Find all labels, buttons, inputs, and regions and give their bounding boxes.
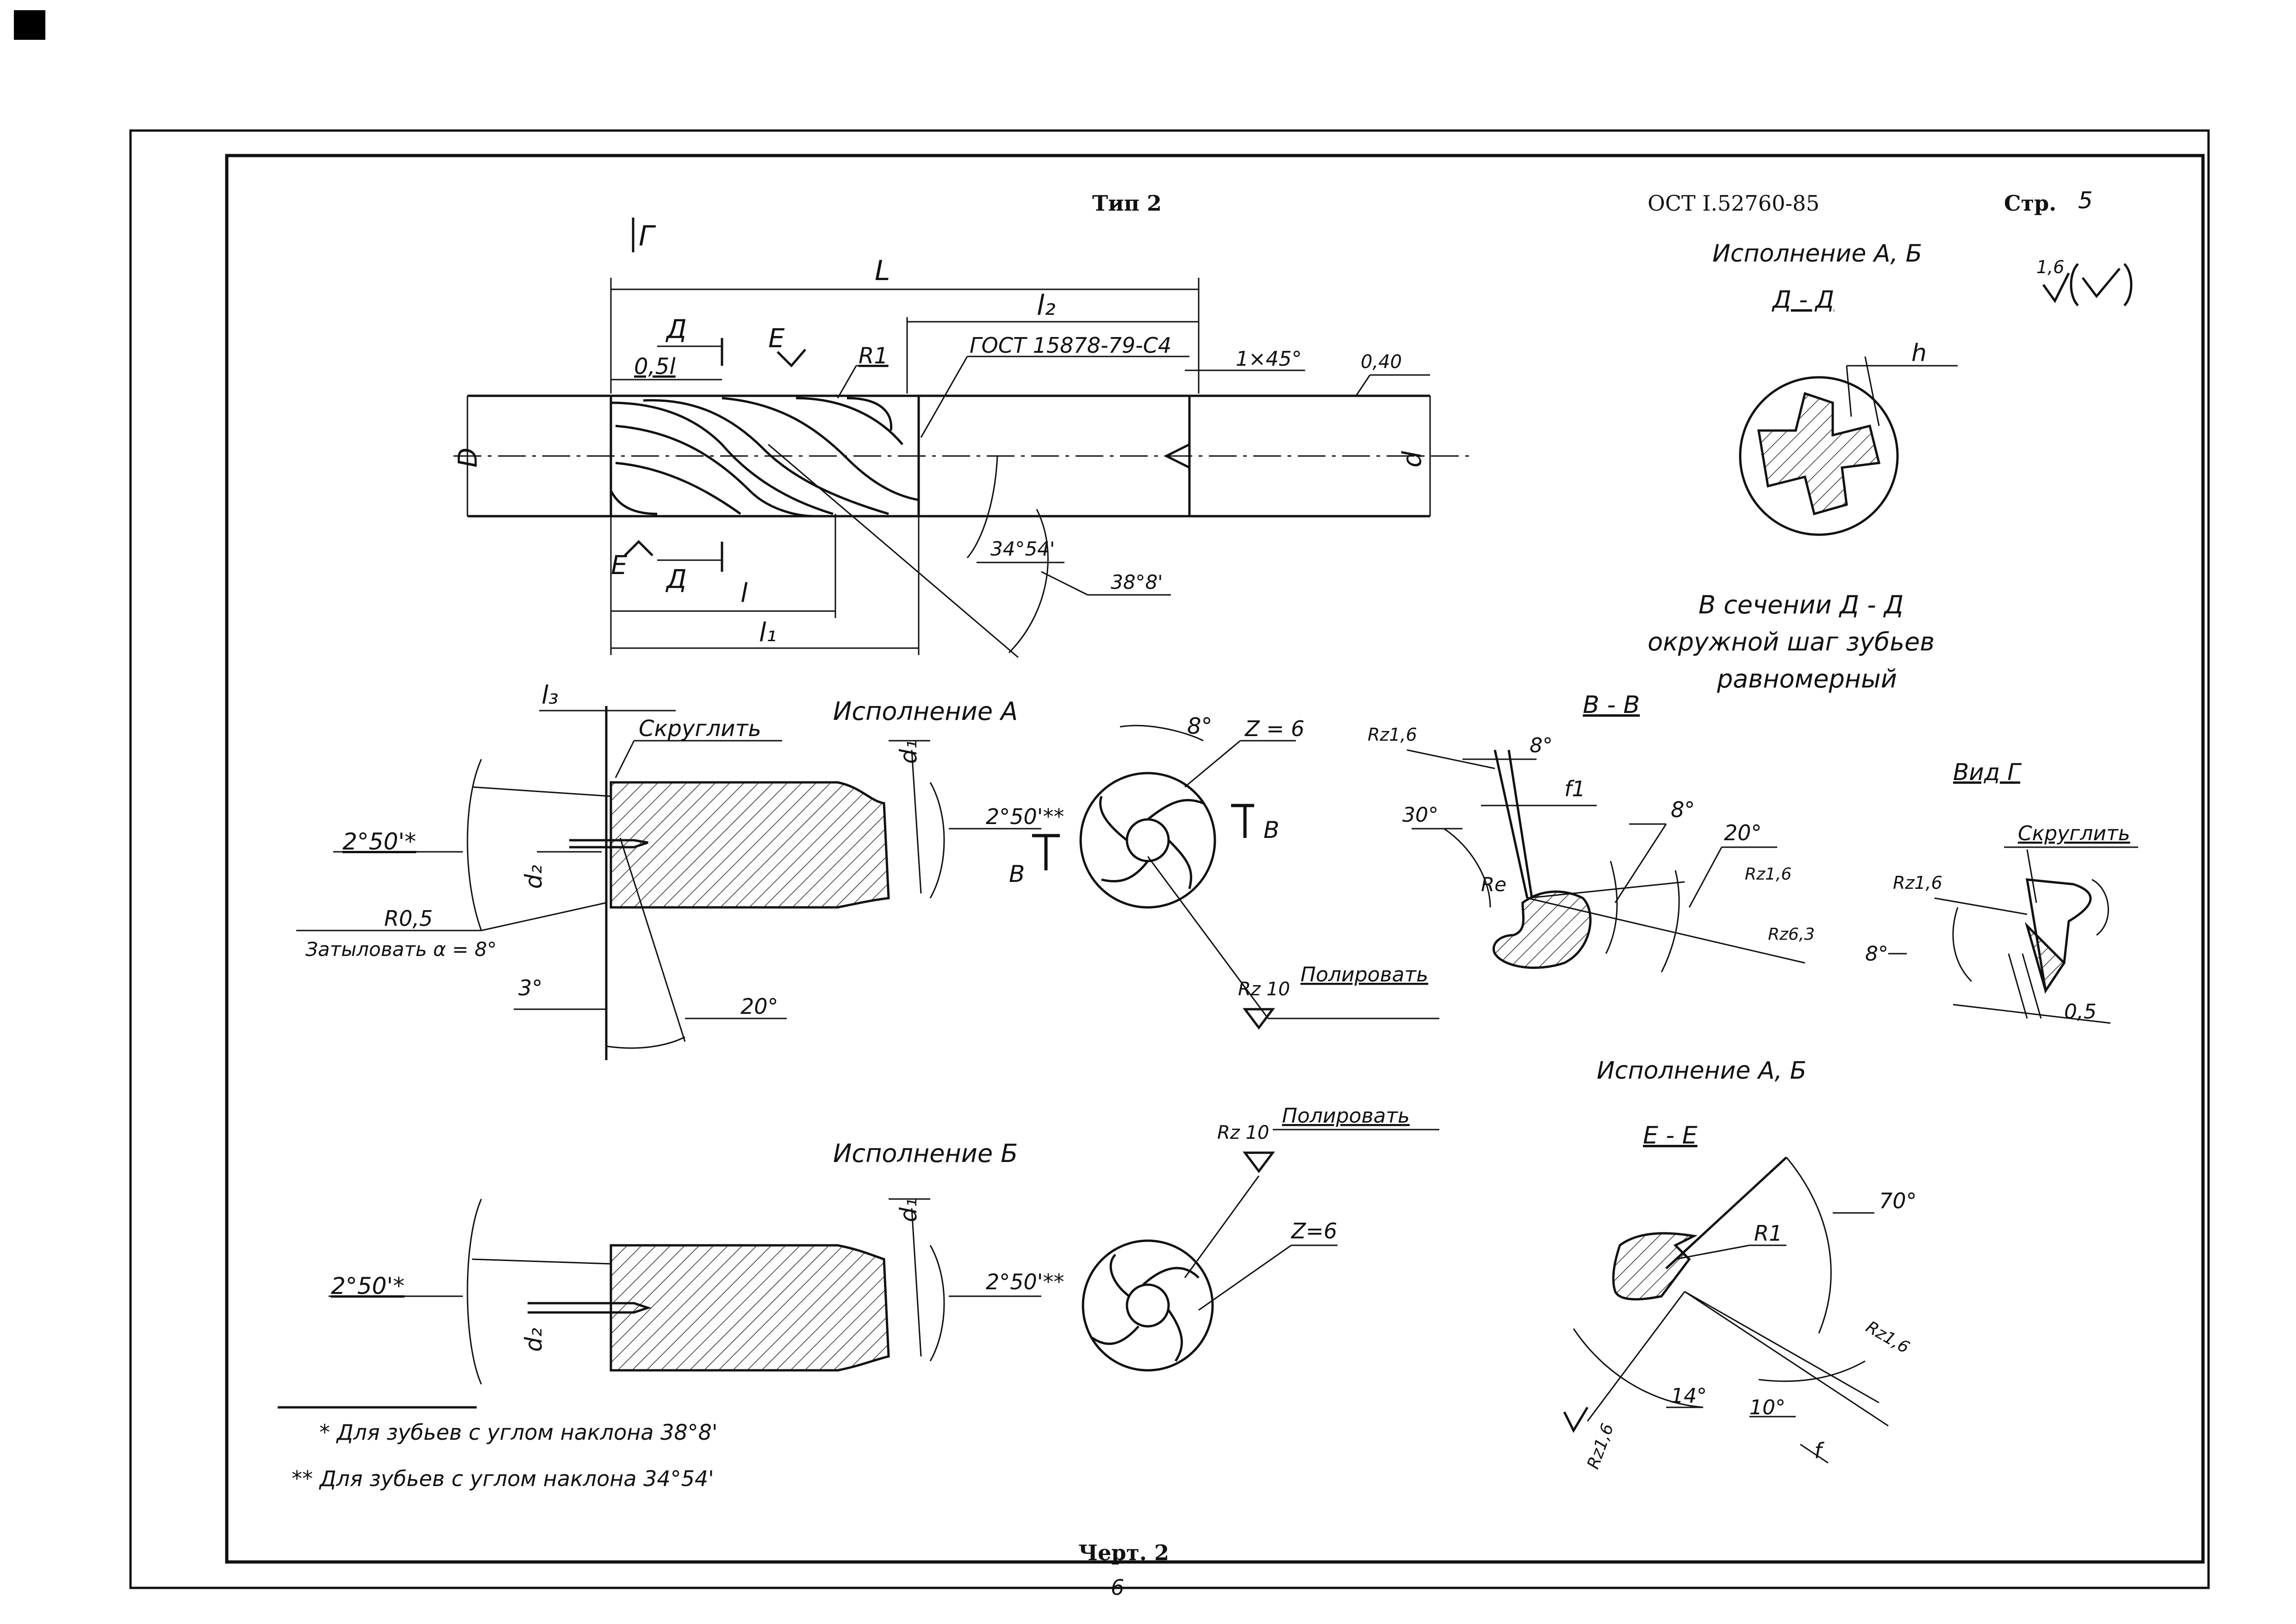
- view-mark-gamma: Г: [639, 220, 656, 252]
- exec-a-d2: d₂: [520, 865, 547, 889]
- header-standard: ОСТ I.52760-85: [1648, 191, 1819, 216]
- execution-a: Исполнение А l₃ Скруглить d₁ d₂ 2°50'* 2…: [296, 681, 1439, 1060]
- footnote-1: * Для зубьев с углом наклона 38°8': [319, 1420, 718, 1445]
- exec-a-d1: d₁: [895, 740, 922, 764]
- exec-b-d1: d₁: [895, 1198, 922, 1222]
- section-vv: В - В Rz1,6 8° f1 30° Re 8° 20° Rz1,6 Rz…: [1368, 691, 1815, 973]
- view-g-title: Вид Г: [1953, 759, 2022, 786]
- header-page-number: 5: [2078, 187, 2093, 214]
- execution-b: Исполнение Б d₁ d₂ 2°50'* 2°50'** Rz 10 …: [329, 1104, 1439, 1385]
- ee-rz16a: Rz1,6: [1584, 1421, 1618, 1472]
- roughness-general: 1,6: [2036, 257, 2064, 277]
- dd-note-line2: окружной шаг зубьев: [1648, 627, 1935, 656]
- dd-note-line1: В сечении Д - Д: [1699, 590, 1904, 619]
- section-mark-D-top: Д: [665, 314, 687, 344]
- exec-b-title: Исполнение Б: [833, 1139, 1018, 1168]
- view-g-round: Скруглить: [2018, 822, 2130, 845]
- header-page-label: Стр.: [2004, 191, 2056, 216]
- dd-title: Д - Д: [1772, 286, 1834, 314]
- exec-a-b-right: В: [1263, 817, 1279, 843]
- exec-a-angle-right: 2°50'**: [986, 804, 1064, 829]
- vv-angle-30: 30°: [1402, 803, 1438, 827]
- exec-a-relief: Затыловать α = 8°: [305, 938, 497, 961]
- exec-b-rz10: Rz 10: [1217, 1122, 1269, 1143]
- dd-execution-label: Исполнение А, Б: [1712, 240, 1922, 268]
- header-type: Тип 2: [1092, 191, 1162, 216]
- ee-execution-label: Исполнение А, Б: [1597, 1057, 1806, 1085]
- vv-title: В - В: [1583, 691, 1640, 719]
- ee-angle-70: 70°: [1879, 1188, 1917, 1213]
- exec-b-z6: Z=6: [1290, 1218, 1337, 1243]
- exec-a-angle-20: 20°: [740, 994, 778, 1019]
- tolerance-callout: 0,40: [1361, 351, 1402, 373]
- vv-rz16b: Rz1,6: [1745, 865, 1792, 884]
- exec-b-angle-right: 2°50'**: [986, 1269, 1064, 1294]
- section-dd: Исполнение А, Б Д - Д 1,6 h В сечении Д …: [1648, 240, 2133, 693]
- vv-angle-20: 20°: [1724, 820, 1762, 845]
- section-mark-E-top: Е: [768, 324, 785, 354]
- dim-D: D: [453, 448, 483, 468]
- view-g-angle-8: 8°: [1865, 942, 1888, 966]
- vv-angle-8b: 8°: [1671, 797, 1695, 822]
- vv-re: Re: [1481, 873, 1506, 896]
- dim-L: L: [875, 255, 890, 287]
- exec-a-rz10: Rz 10: [1238, 979, 1290, 1000]
- exec-a-polish: Полировать: [1300, 963, 1428, 987]
- exec-a-angle-left: 2°50'*: [342, 828, 416, 855]
- exec-b-angle-left: 2°50'*: [331, 1273, 404, 1299]
- sheet-number: 6: [1111, 1575, 1124, 1600]
- view-g-rz16: Rz1,6: [1893, 873, 1942, 893]
- exec-a-r05: R0,5: [384, 906, 433, 931]
- exec-a-round: Скруглить: [639, 716, 761, 742]
- section-mark-D-bottom: Д: [665, 564, 687, 594]
- exec-a-l3: l₃: [541, 681, 559, 710]
- dim-d: d: [1397, 451, 1427, 468]
- inner-frame: [225, 154, 2205, 1564]
- ee-rz16b: Rz1,6: [1863, 1318, 1913, 1357]
- exec-a-z6: Z = 6: [1244, 716, 1305, 741]
- ee-R1: R1: [1754, 1221, 1782, 1246]
- exec-b-d2: d₂: [520, 1328, 547, 1352]
- ee-angle-10: 10°: [1749, 1396, 1786, 1419]
- helix-angle-1: 34°54': [990, 537, 1055, 560]
- ee-angle-14: 14°: [1671, 1384, 1707, 1408]
- dim-l1: l₁: [759, 618, 777, 648]
- exec-a-deg8: 8°: [1187, 713, 1213, 739]
- helix-angle-2: 38°8': [1111, 571, 1163, 593]
- vv-rz63: Rz6,3: [1768, 925, 1815, 944]
- vv-rz16a: Rz1,6: [1368, 725, 1417, 745]
- exec-a-angle-3: 3°: [518, 975, 542, 1000]
- gost-callout: ГОСТ 15878-79-С4: [970, 333, 1171, 358]
- dd-note-line3: равномерный: [1717, 664, 1897, 693]
- radius-R1: R1: [859, 343, 888, 369]
- vv-f1: f1: [1564, 776, 1585, 801]
- corner-mark: [14, 10, 45, 40]
- vv-angle-8a: 8°: [1530, 734, 1553, 757]
- outer-frame: [129, 129, 2210, 1589]
- exec-b-polish: Полировать: [1282, 1104, 1410, 1128]
- exec-a-b-left: В: [1009, 861, 1025, 887]
- cutter-side-view: Г L l₂ Д Д Е Е 0,5l R1 ГОСТ 15878-79-С4: [453, 218, 1472, 658]
- dim-half-l: 0,5l: [634, 354, 676, 380]
- drawing-number: Черт. 2: [1078, 1540, 1169, 1565]
- view-g: Вид Г Скруглить Rz1,6 8° 0,5: [1865, 759, 2138, 1024]
- view-g-dim-05: 0,5: [2064, 1000, 2097, 1024]
- section-ee: Исполнение А, Б Е - Е 70° R1 Rz1,6 14° 1…: [1563, 1057, 1917, 1472]
- dd-dim-h: h: [1911, 339, 1927, 367]
- ee-title: Е - Е: [1643, 1122, 1698, 1149]
- footnote-2: ** Для зубьев с углом наклона 34°54': [292, 1466, 714, 1491]
- chamfer-callout: 1×45°: [1236, 347, 1302, 371]
- exec-a-title: Исполнение А: [833, 697, 1018, 726]
- dim-l: l: [740, 578, 748, 608]
- dim-l2: l₂: [1037, 289, 1056, 322]
